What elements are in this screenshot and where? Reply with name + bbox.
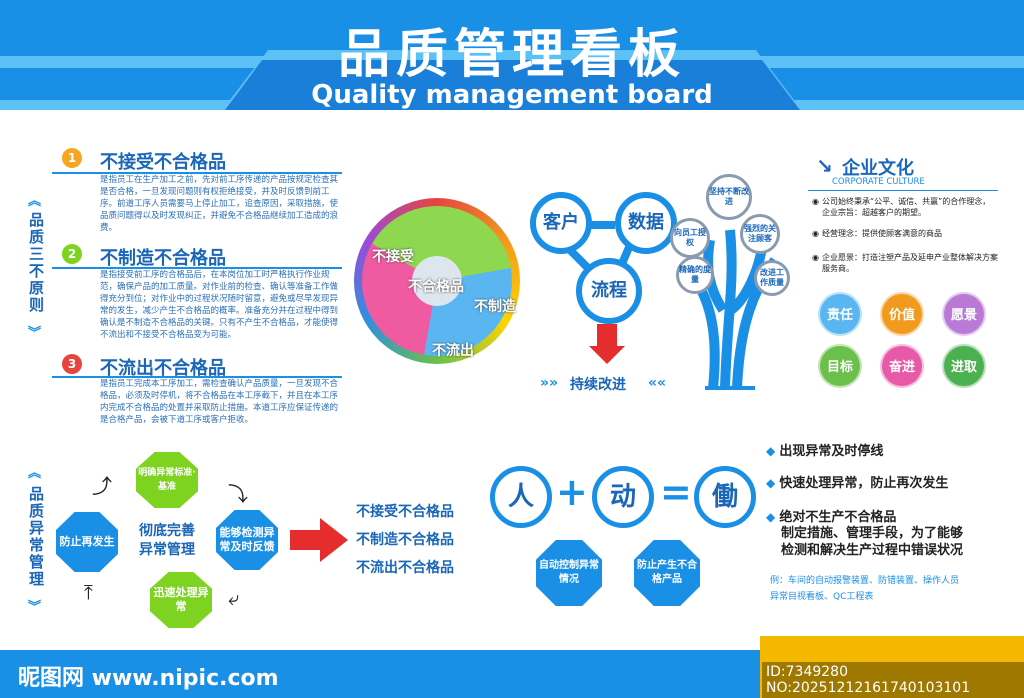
formula-equals: = bbox=[660, 470, 692, 514]
right-example-1: 例：车间的自动报警装置、防错装置、操作人员 bbox=[770, 576, 960, 586]
culture-item-3: ◉企业愿景：打造注塑产品及延申产业整体解决方案服务商。 bbox=[812, 253, 998, 273]
principle-1-title: 不接受不合格品 bbox=[100, 152, 226, 173]
cycle-prevent: 防止再发生 bbox=[56, 512, 118, 572]
bullet-icon: ◉ bbox=[812, 197, 819, 206]
cycle-center: 彻底完善 异常管理 bbox=[126, 522, 208, 560]
chevron-up-icon: ︽ bbox=[28, 466, 42, 481]
diamond-icon: ◆ bbox=[766, 444, 780, 458]
curve-arrow-icon: ⤶ bbox=[228, 586, 240, 610]
tree-node-work-quality: 改进工作质量 bbox=[754, 260, 790, 296]
improve-label: 持续改进 bbox=[570, 377, 626, 393]
culture-item-2: ◉经营理念：提供使顾客满意的商品 bbox=[812, 229, 942, 238]
cycle-standard: 明确异常标准·基准 bbox=[136, 452, 198, 508]
arrow-down-right-icon: ↘ bbox=[816, 154, 833, 178]
right-item-5: 检测和解决生产过程中错误状况 bbox=[781, 543, 964, 558]
curve-arrow-icon: ⤴ bbox=[92, 474, 112, 498]
gem-progress: 进取 bbox=[942, 344, 986, 388]
formula-move: 动 bbox=[592, 466, 654, 528]
curve-arrow-icon: ⤒ bbox=[84, 580, 93, 604]
footer-accent bbox=[760, 636, 1024, 698]
right-item-3: ◆ 绝对不生产不合格品 bbox=[766, 510, 897, 525]
tree-node-measure: 精确的度量 bbox=[676, 256, 714, 294]
tree-node-customer-focus: 强烈的关注顾客 bbox=[740, 214, 780, 254]
principle-1-badge: 1 bbox=[62, 148, 82, 168]
bullet-icon: ◉ bbox=[812, 253, 819, 262]
culture-item-1: ◉公司始终秉承“公平、诚信、共赢”的合作理念，企业宗旨：超越客户的期望。 bbox=[812, 197, 991, 217]
bottom-list-item-2: 不制造不合格品 bbox=[356, 532, 454, 548]
right-example-2: 异常目视看板、QC工程表 bbox=[770, 592, 874, 602]
culture-divider bbox=[808, 190, 998, 191]
gem-value: 价值 bbox=[880, 292, 924, 336]
principle-3-line bbox=[52, 376, 342, 378]
formula-plus: + bbox=[556, 470, 588, 514]
right-arrow-icon bbox=[290, 518, 348, 562]
gem-vision: 愿景 bbox=[942, 292, 986, 336]
footer-logo: 昵图网 www.nipic.com bbox=[18, 666, 279, 691]
tree-node-empower: 向员工授权 bbox=[670, 218, 710, 258]
pie-center-illustration bbox=[412, 256, 462, 306]
down-arrow-icon bbox=[589, 346, 625, 364]
cycle-center-line1: 彻底完善 bbox=[139, 523, 195, 539]
side-label-abnormal: 品质异常管理 bbox=[27, 486, 45, 588]
page-title: 品质管理看板 bbox=[337, 25, 686, 85]
bubble-data: 数据 bbox=[615, 192, 677, 254]
double-chevron-left-icon: »» bbox=[540, 375, 559, 391]
chevron-up-icon: ︽ bbox=[28, 194, 42, 209]
gem-goal: 目标 bbox=[818, 344, 862, 388]
cycle-handle: 迅速处理异常 bbox=[150, 572, 212, 628]
footer-id: ID:7349280 NO:20251212161740103101 bbox=[762, 662, 1024, 698]
page-subtitle: Quality management board bbox=[311, 80, 713, 110]
principle-3-badge: 3 bbox=[62, 354, 82, 374]
side-label-principles: 品质三不原则 bbox=[27, 212, 45, 314]
right-item-1: ◆ 出现异常及时停线 bbox=[766, 444, 884, 459]
bottom-list-item-3: 不流出不合格品 bbox=[356, 560, 454, 576]
principle-2-title: 不制造不合格品 bbox=[100, 248, 226, 269]
bullet-icon: ◉ bbox=[812, 229, 819, 238]
pie-label-defect: 不合格品 bbox=[408, 279, 464, 295]
down-arrow-stem bbox=[597, 324, 617, 346]
culture-subtitle: CORPORATE CULTURE bbox=[832, 177, 925, 187]
gem-responsibility: 责任 bbox=[818, 292, 862, 336]
curve-arrow-icon: ⤵ bbox=[228, 482, 248, 506]
double-chevron-right-icon: «« bbox=[648, 375, 667, 391]
formula-person: 人 bbox=[490, 466, 552, 528]
diamond-icon: ◆ bbox=[766, 476, 780, 490]
right-item-2: ◆ 快速处理异常，防止再次发生 bbox=[766, 476, 949, 491]
tree-trunk bbox=[681, 229, 780, 390]
principle-2-badge: 2 bbox=[62, 244, 82, 264]
header-shape bbox=[0, 50, 1024, 125]
principle-2-line bbox=[52, 267, 342, 269]
pie-label-accept: 不接受 bbox=[372, 249, 414, 265]
culture-title: 企业文化 bbox=[842, 158, 914, 179]
principle-1-body: 是指员工在生产加工之前，先对前工序传递的产品按规定检查其是否合格，一旦发现问题则… bbox=[100, 175, 339, 233]
tree-node-improve: 坚持不断改进 bbox=[706, 174, 752, 220]
formula-box-prevent: 防止产生不合格产品 bbox=[634, 540, 700, 606]
principle-3-title: 不流出不合格品 bbox=[100, 358, 226, 379]
principle-3-body: 是指员工完成本工序加工，需检查确认产品质量，一旦发现不合格品，必须及时停机，将不… bbox=[100, 379, 339, 425]
bottom-list: 不接受不合格品 不制造不合格品 不流出不合格品 bbox=[356, 498, 454, 582]
cycle-detect: 能够检测异常及时反馈 bbox=[216, 510, 278, 570]
formula-work: 働 bbox=[694, 466, 756, 528]
chevron-down-icon: ︾ bbox=[28, 326, 42, 341]
diamond-icon: ◆ bbox=[766, 510, 780, 524]
chevron-down-icon: ︾ bbox=[28, 600, 42, 615]
gem-striving: 奋进 bbox=[880, 344, 924, 388]
principle-2-body: 是指接受前工序的合格品后，在本岗位加工时严格执行作业规范，确保产品的加工质量。对… bbox=[100, 270, 339, 340]
bottom-list-item-1: 不接受不合格品 bbox=[356, 504, 454, 520]
right-item-4: 制定措施、管理手段，为了能够 bbox=[781, 526, 964, 541]
bubble-customer: 客户 bbox=[530, 192, 592, 254]
pie-label-outflow: 不流出 bbox=[432, 343, 474, 359]
bubble-process: 流程 bbox=[576, 258, 642, 324]
principle-1-line bbox=[52, 172, 342, 174]
formula-box-auto: 自动控制异常情况 bbox=[536, 540, 602, 606]
cycle-center-line2: 异常管理 bbox=[139, 542, 195, 558]
pie-label-make: 不制造 bbox=[474, 299, 516, 315]
